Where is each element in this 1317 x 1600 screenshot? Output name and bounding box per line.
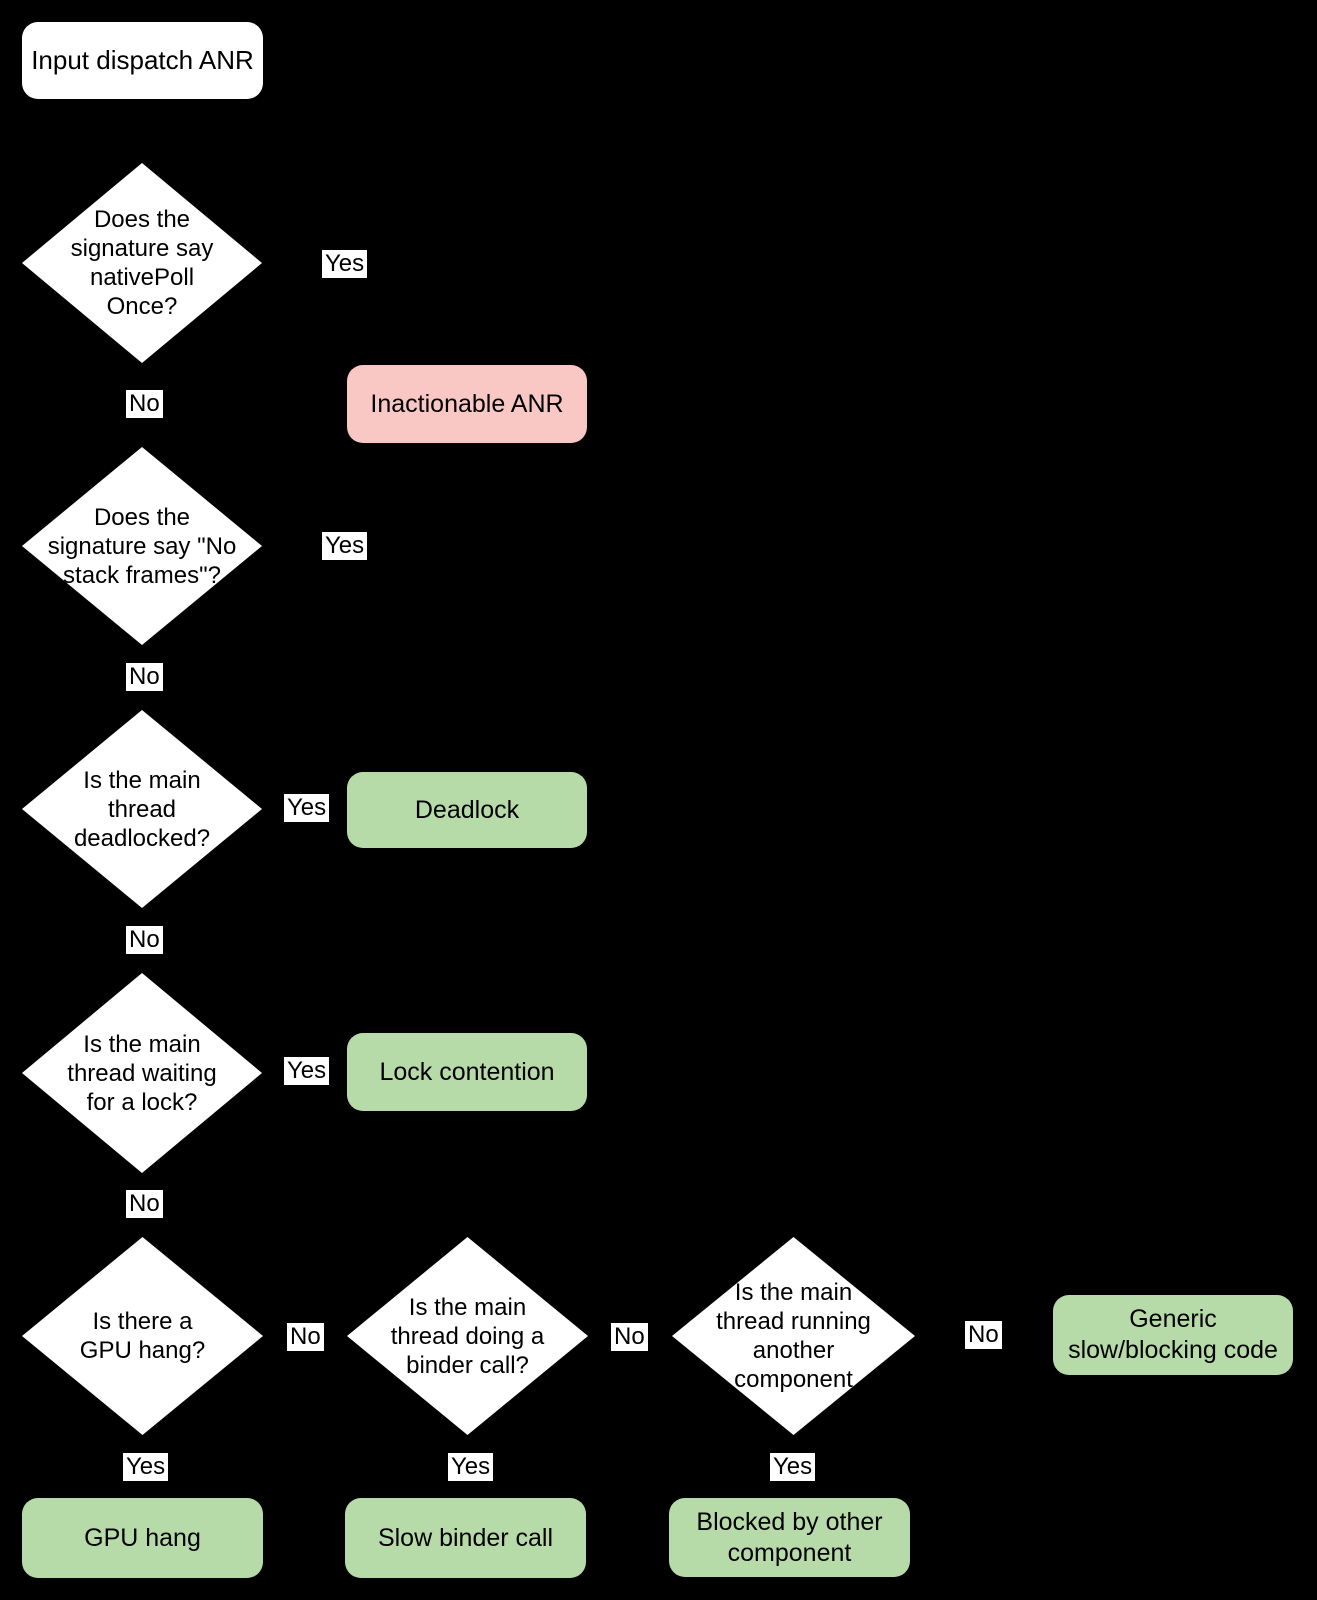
edge-label-yes-waiting-lock: Yes	[284, 1057, 330, 1085]
edge-label-no-other-component: No	[965, 1321, 1002, 1349]
edge-label-yes-binder-call: Yes	[448, 1453, 494, 1481]
decision-main-thread-waiting-lock-label: Is the main thread waiting for a lock?	[67, 1030, 217, 1116]
result-generic-slow-blocking-code: Generic slow/blocking code	[1053, 1295, 1293, 1375]
result-inactionable-anr: Inactionable ANR	[347, 365, 587, 443]
edge-label-no-native-poll: No	[126, 390, 163, 418]
edge-label-yes-other-component: Yes	[770, 1453, 816, 1481]
decision-no-stack-frames-label: Does the signature say "No stack frames"…	[47, 503, 237, 589]
edge-label-no-deadlocked: No	[126, 926, 163, 954]
result-deadlock: Deadlock	[347, 772, 587, 848]
edge-label-no-gpu-hang: No	[287, 1323, 324, 1351]
result-lock-contention-label: Lock contention	[379, 1057, 555, 1086]
result-inactionable-anr-label: Inactionable ANR	[370, 389, 564, 418]
edge-label-no-waiting-lock: No	[126, 1190, 163, 1218]
result-gpu-hang: GPU hang	[22, 1498, 263, 1578]
result-blocked-by-other-component-label: Blocked by other component	[696, 1507, 883, 1567]
result-gpu-hang-label: GPU hang	[84, 1523, 201, 1552]
decision-native-poll-once-label: Does the signature say nativePoll Once?	[70, 206, 214, 320]
decision-running-other-component-label: Is the main thread running another compo…	[716, 1279, 871, 1393]
edge-label-no-binder-call: No	[611, 1323, 648, 1351]
start-node-input-dispatch-anr: Input dispatch ANR	[22, 22, 263, 99]
result-slow-binder-call-label: Slow binder call	[377, 1523, 554, 1552]
result-lock-contention: Lock contention	[347, 1033, 587, 1111]
edge-label-yes-gpu-hang: Yes	[123, 1453, 169, 1481]
result-slow-binder-call: Slow binder call	[345, 1498, 586, 1578]
edge-label-yes-deadlocked: Yes	[284, 794, 330, 822]
start-node-label: Input dispatch ANR	[31, 45, 254, 75]
result-generic-slow-blocking-code-label: Generic slow/blocking code	[1068, 1305, 1278, 1364]
decision-binder-call-label: Is the main thread doing a binder call?	[390, 1293, 545, 1379]
result-blocked-by-other-component: Blocked by other component	[669, 1498, 910, 1577]
result-deadlock-label: Deadlock	[414, 795, 520, 824]
edge-label-yes-native-poll: Yes	[322, 250, 368, 278]
edge-label-yes-no-stack-frames: Yes	[322, 532, 368, 560]
decision-gpu-hang-label: Is there a GPU hang?	[79, 1308, 206, 1364]
decision-main-thread-deadlocked-label: Is the main thread deadlocked?	[73, 766, 211, 852]
edge-label-no-no-stack-frames: No	[126, 663, 163, 691]
